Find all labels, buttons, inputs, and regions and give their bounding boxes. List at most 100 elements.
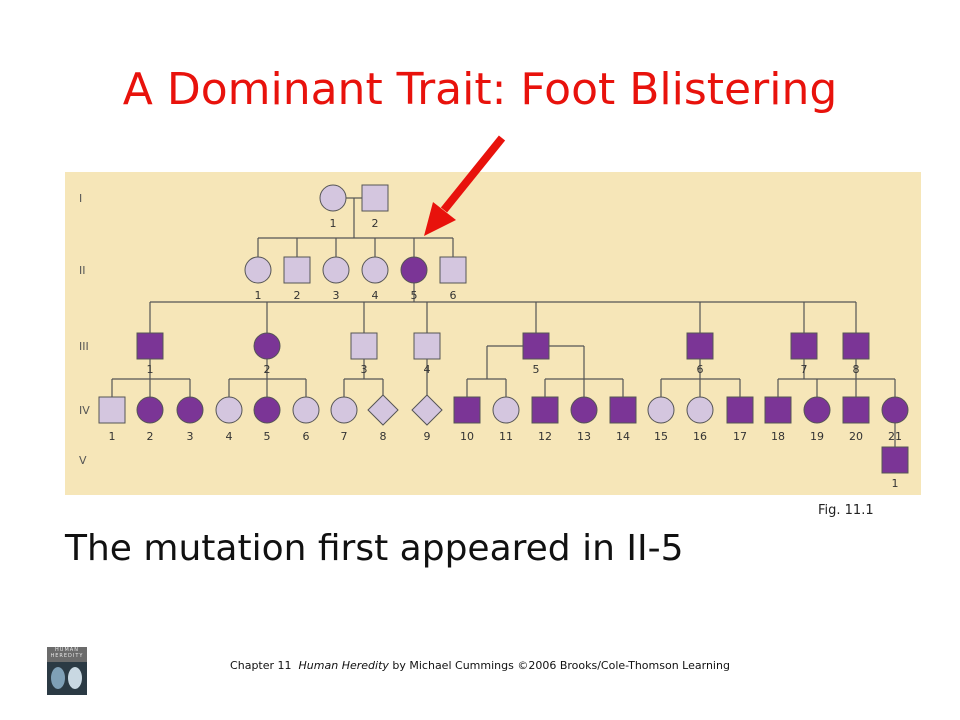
individual-IV-2-number: 2 [147, 430, 154, 443]
book-cover-image: HUMAN HEREDITY [47, 647, 87, 695]
pedigree-panel [65, 172, 921, 495]
individual-IV-17-male-symbol [726, 396, 754, 424]
individual-V-1-number: 1 [892, 477, 899, 490]
individual-IV-16-female-symbol [686, 396, 714, 424]
individual-IV-14-male-symbol [609, 396, 637, 424]
individual-II-4-female-symbol [361, 256, 389, 284]
individual-IV-15-number: 15 [654, 430, 668, 443]
individual-IV-17-number: 17 [733, 430, 747, 443]
individual-II-6-number: 6 [450, 289, 457, 302]
pointer-arrow [424, 135, 506, 236]
individual-IV-19-number: 19 [810, 430, 824, 443]
individual-II-5-number: 5 [411, 289, 418, 302]
individual-IV-8-unknown-sex-symbol [367, 394, 399, 426]
individual-IV-6-female-symbol [292, 396, 320, 424]
footer-book-title: Human Heredity [298, 659, 389, 672]
individual-III-6-number: 6 [697, 363, 704, 376]
figure-caption: Fig. 11.1 [818, 503, 874, 518]
individual-III-5-male-symbol [522, 332, 550, 360]
individual-II-2-number: 2 [294, 289, 301, 302]
individual-III-4-number: 4 [424, 363, 431, 376]
footer-chapter: Chapter 11 [230, 659, 292, 672]
generation-label: V [79, 454, 87, 467]
individual-IV-10-number: 10 [460, 430, 474, 443]
individual-IV-11-number: 11 [499, 430, 513, 443]
individual-I-2-male-symbol [361, 184, 389, 212]
slide-footer: Chapter 11 Human Heredity by Michael Cum… [0, 659, 960, 672]
slide-title: A Dominant Trait: Foot Blistering [122, 64, 838, 115]
book-cover-face-left [51, 667, 65, 689]
individual-IV-1-number: 1 [109, 430, 116, 443]
individual-III-4-male-symbol [413, 332, 441, 360]
individual-II-6-male-symbol [439, 256, 467, 284]
individual-III-7-male-symbol [790, 332, 818, 360]
individual-IV-5-number: 5 [264, 430, 271, 443]
individual-III-6-male-symbol [686, 332, 714, 360]
individual-IV-3-number: 3 [187, 430, 194, 443]
individual-IV-18-male-symbol [764, 396, 792, 424]
individual-II-4-number: 4 [372, 289, 379, 302]
mutation-statement: The mutation first appeared in II-5 [65, 528, 684, 569]
footer-credit: by Michael Cummings ©2006 Brooks/Cole-Th… [392, 659, 730, 672]
pedigree-lines [111, 197, 896, 447]
pedigree-symbols [98, 184, 909, 474]
generation-label: III [79, 340, 89, 353]
individual-II-3-female-symbol [322, 256, 350, 284]
individual-IV-4-female-symbol [215, 396, 243, 424]
individual-IV-10-male-symbol [453, 396, 481, 424]
individual-IV-16-number: 16 [693, 430, 707, 443]
individual-II-3-number: 3 [333, 289, 340, 302]
individual-III-1-male-symbol [136, 332, 164, 360]
individual-I-2-number: 2 [372, 217, 379, 230]
individual-IV-18-number: 18 [771, 430, 785, 443]
generation-label: II [79, 264, 86, 277]
individual-IV-20-number: 20 [849, 430, 863, 443]
individual-IV-13-number: 13 [577, 430, 591, 443]
individual-III-7-number: 7 [801, 363, 808, 376]
individual-IV-14-number: 14 [616, 430, 630, 443]
individual-II-1-number: 1 [255, 289, 262, 302]
individual-IV-11-female-symbol [492, 396, 520, 424]
individual-II-1-female-symbol [244, 256, 272, 284]
individual-IV-4-number: 4 [226, 430, 233, 443]
individual-III-2-number: 2 [264, 363, 271, 376]
individual-IV-9-unknown-sex-symbol [411, 394, 443, 426]
book-cover-face-right [68, 667, 82, 689]
generation-label: I [79, 192, 82, 205]
individual-IV-9-number: 9 [424, 430, 431, 443]
book-cover-text: HUMAN HEREDITY [50, 647, 84, 659]
individual-IV-15-female-symbol [647, 396, 675, 424]
individual-I-1-female-symbol [319, 184, 347, 212]
individual-IV-19-female-symbol [803, 396, 831, 424]
individual-IV-13-female-symbol [570, 396, 598, 424]
individual-III-1-number: 1 [147, 363, 154, 376]
individual-IV-21-female-symbol [881, 396, 909, 424]
individual-III-8-male-symbol [842, 332, 870, 360]
generation-label: IV [79, 404, 90, 417]
individual-V-1-male-symbol [881, 446, 909, 474]
individual-IV-2-female-symbol [136, 396, 164, 424]
individual-III-8-number: 8 [853, 363, 860, 376]
individual-IV-5-female-symbol [253, 396, 281, 424]
individual-IV-3-female-symbol [176, 396, 204, 424]
arrow-shaft [440, 135, 506, 213]
individual-IV-12-number: 12 [538, 430, 552, 443]
individual-IV-20-male-symbol [842, 396, 870, 424]
individual-II-2-male-symbol [283, 256, 311, 284]
individual-III-5-number: 5 [533, 363, 540, 376]
individual-III-2-female-symbol [253, 332, 281, 360]
book-cover-band: HUMAN HEREDITY [47, 647, 87, 662]
individual-III-3-number: 3 [361, 363, 368, 376]
individual-IV-1-male-symbol [98, 396, 126, 424]
individual-IV-7-female-symbol [330, 396, 358, 424]
individual-IV-12-male-symbol [531, 396, 559, 424]
individual-IV-6-number: 6 [303, 430, 310, 443]
arrow-head [424, 202, 456, 236]
individual-I-1-number: 1 [330, 217, 337, 230]
individual-IV-8-number: 8 [380, 430, 387, 443]
individual-IV-21-number: 21 [888, 430, 902, 443]
individual-III-3-male-symbol [350, 332, 378, 360]
